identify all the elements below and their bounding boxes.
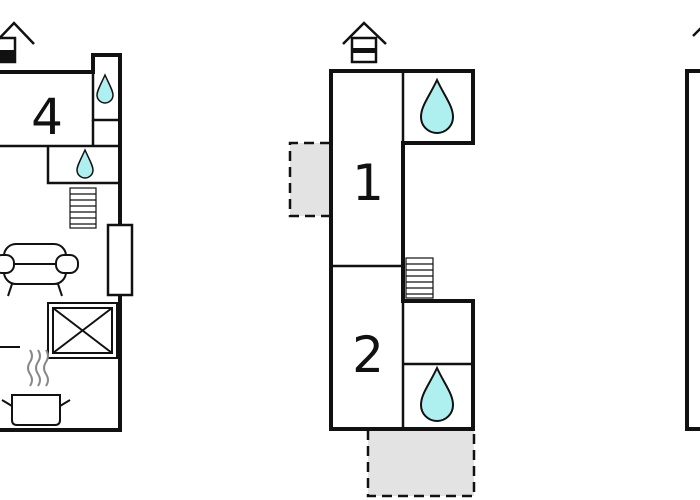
middle-floor-section: 1 2 — [288, 21, 476, 498]
staircase-icon — [69, 187, 97, 229]
left-floor-section: 4 — [0, 21, 134, 432]
house-entrance-icon — [342, 21, 387, 64]
staircase-icon — [405, 257, 434, 299]
right-floor-section — [685, 27, 700, 431]
house-entrance-icon — [692, 27, 700, 37]
house-entrance-icon — [0, 21, 35, 64]
outer-wall — [0, 53, 122, 432]
sofa-icon — [0, 243, 79, 297]
water-drop-icon — [419, 77, 455, 134]
water-drop-icon — [96, 73, 114, 104]
terrace-bottom — [366, 430, 476, 498]
water-drop-icon — [76, 148, 94, 179]
balcony-left — [288, 141, 330, 218]
cooking-pot-icon — [1, 349, 71, 426]
room-number-4: 4 — [31, 88, 63, 146]
bath-wall — [46, 144, 120, 185]
room-number-1: 1 — [352, 154, 384, 212]
window-icon — [106, 223, 134, 297]
water-drop-icon — [419, 365, 455, 422]
room-number-2: 2 — [352, 326, 384, 384]
outer-wall — [685, 69, 700, 431]
fireplace-icon — [47, 302, 118, 359]
